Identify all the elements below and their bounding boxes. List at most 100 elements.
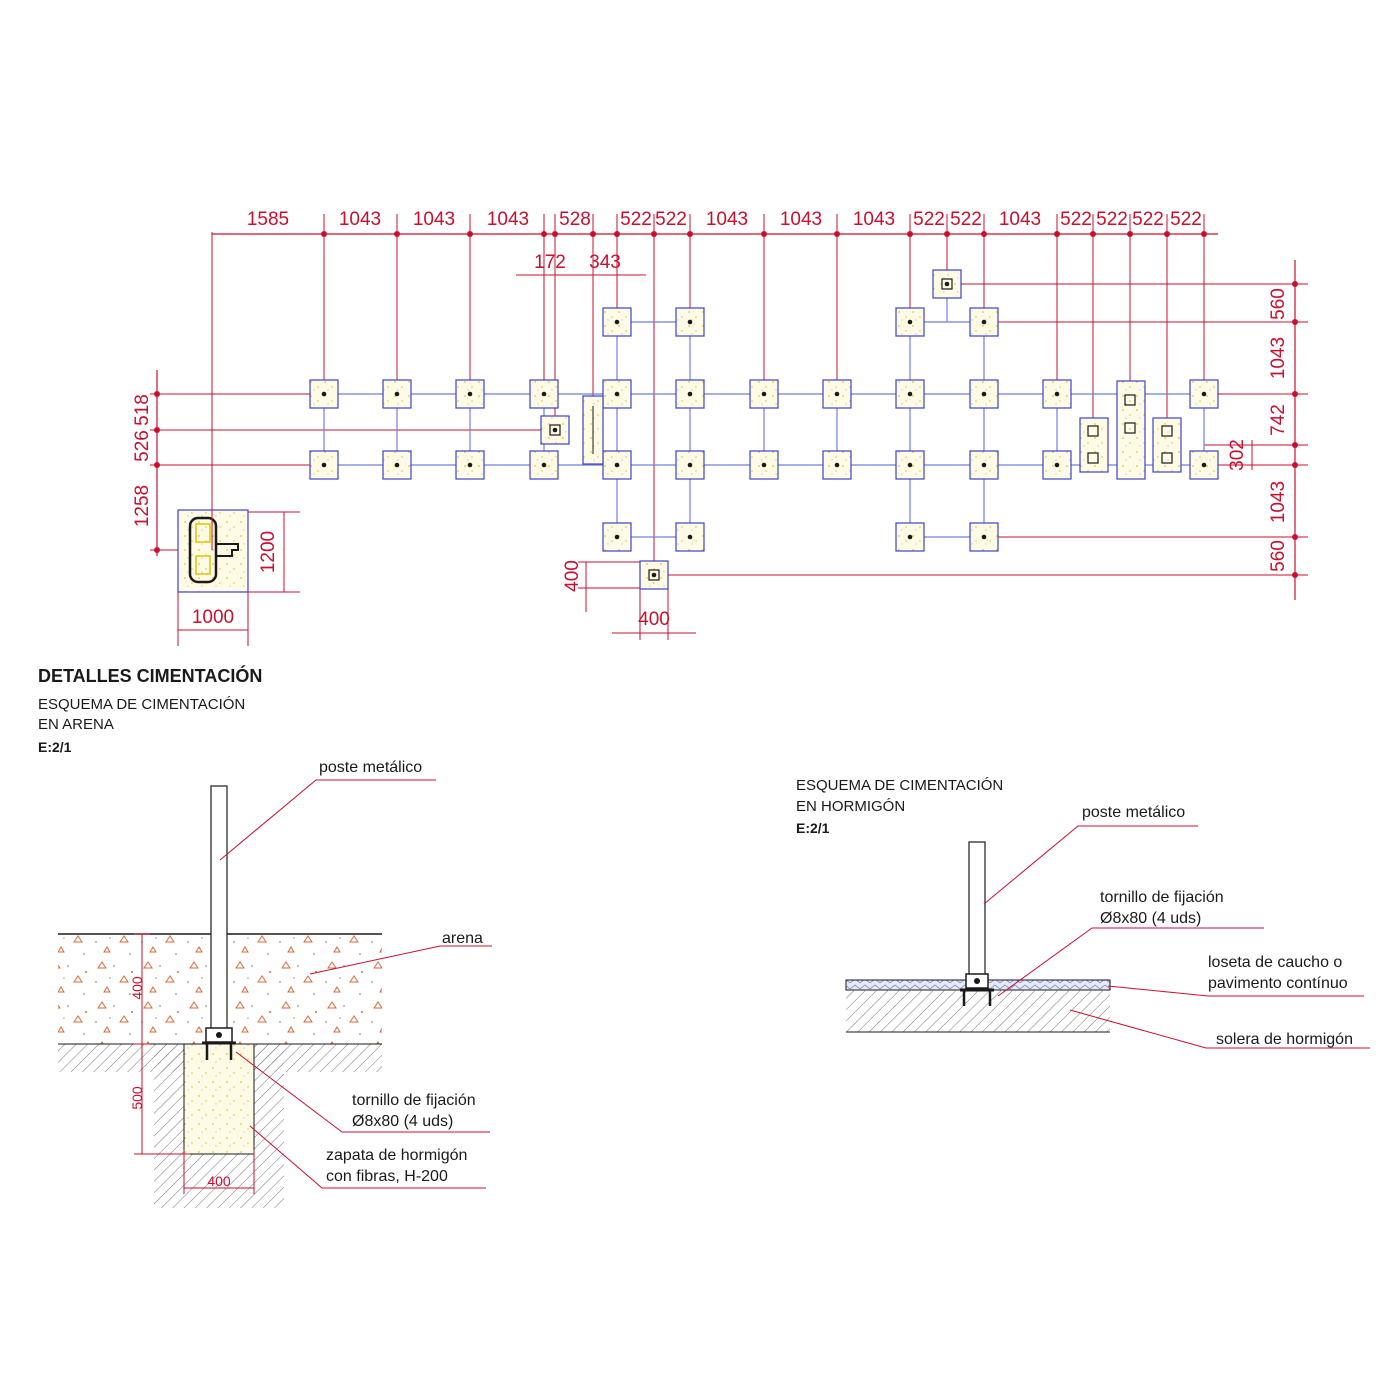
post-marker — [1161, 452, 1173, 464]
post-point — [614, 319, 620, 325]
top-dim: 1043 — [706, 209, 748, 230]
post-point — [552, 427, 558, 433]
post-point — [614, 391, 620, 397]
concrete-bolt-label-2: Ø8x80 (4 uds) — [1100, 910, 1201, 927]
swing-footing — [177, 232, 249, 593]
right-dim: 302 — [1227, 439, 1248, 471]
slab-label: solera de hormigón — [1216, 1031, 1353, 1048]
post-marker — [1124, 422, 1136, 434]
post-marker — [648, 569, 660, 581]
dim-dot — [154, 427, 160, 433]
post-marker — [549, 424, 561, 436]
top-dim: 522 — [1096, 209, 1128, 230]
small-footing-w-dim: 400 — [638, 609, 670, 630]
dim-dot — [1292, 391, 1298, 397]
post-point — [907, 534, 913, 540]
post-point — [321, 391, 327, 397]
tile-label-2: pavimento contínuo — [1208, 975, 1348, 992]
post-point — [687, 534, 693, 540]
post-point — [687, 319, 693, 325]
dim-dot — [1292, 281, 1298, 287]
post-point — [394, 462, 400, 468]
top-dim: 522 — [1170, 209, 1202, 230]
dim-dot — [1292, 319, 1298, 325]
post-point — [541, 391, 547, 397]
post-point — [467, 391, 473, 397]
post-point — [1054, 391, 1060, 397]
sand-scale: E:2/1 — [38, 739, 72, 755]
post-point — [394, 391, 400, 397]
dim-dot — [154, 547, 160, 553]
right-dim: 560 — [1268, 540, 1289, 572]
sand-bolt-label-2: Ø8x80 (4 uds) — [352, 1113, 453, 1130]
left-dim: 1258 — [132, 485, 153, 527]
left-dim: 518 — [132, 394, 153, 426]
right-dim: 560 — [1268, 288, 1289, 320]
post-point — [687, 391, 693, 397]
top-dim: 522 — [655, 209, 687, 230]
foundation-plan: 1585 1043 1043 1043 528 522 522 1043 104… — [132, 209, 1308, 646]
post-point — [541, 462, 547, 468]
post-point — [761, 462, 767, 468]
sand-label: arena — [442, 930, 483, 947]
post-point — [1054, 462, 1060, 468]
post-point — [614, 534, 620, 540]
right-dim: 742 — [1268, 404, 1289, 436]
post-point — [907, 391, 913, 397]
post-point — [834, 391, 840, 397]
top-dim: 1585 — [247, 209, 289, 230]
left-dimensions: 526 518 1258 1200 1000 400 400 — [132, 394, 670, 630]
concrete-bolt-label-1: tornillo de fijación — [1100, 889, 1224, 906]
left-dim: 526 — [132, 430, 153, 462]
right-dimensions: 560 1043 742 302 1043 560 — [1227, 288, 1289, 572]
post-point — [1201, 391, 1207, 397]
swing-height-dim: 1200 — [258, 531, 279, 573]
top-dim: 1043 — [487, 209, 529, 230]
post-marker — [1124, 394, 1136, 406]
top-dim: 1043 — [413, 209, 455, 230]
post-point — [321, 462, 327, 468]
post-point — [981, 319, 987, 325]
sand-subtitle-1: ESQUEMA DE CIMENTACIÓN — [38, 696, 245, 713]
post-point — [614, 462, 620, 468]
footing-rect — [1116, 380, 1146, 480]
right-dim: 1043 — [1268, 481, 1289, 523]
dim-dot — [1292, 462, 1298, 468]
sub-dim: 343 — [589, 252, 621, 273]
post-point — [834, 462, 840, 468]
dimension-lines — [150, 214, 1308, 646]
footing — [382, 450, 412, 480]
swing-width-dim: 1000 — [192, 607, 234, 628]
post-point — [944, 281, 950, 287]
top-dim: 522 — [620, 209, 652, 230]
footing — [969, 379, 999, 409]
tile-label-1: loseta de caucho o — [1208, 954, 1342, 971]
top-dim: 1043 — [999, 209, 1041, 230]
dim-dot — [1292, 572, 1298, 578]
top-dim: 522 — [1060, 209, 1092, 230]
post-marker — [941, 278, 953, 290]
footing-depth-dim: 500 — [129, 1086, 145, 1110]
dim-dot — [1292, 534, 1298, 540]
dim-dot — [154, 391, 160, 397]
footing-label-2: con fibras, H-200 — [326, 1168, 448, 1185]
top-dim: 528 — [559, 209, 591, 230]
top-dim: 1043 — [853, 209, 895, 230]
post-point — [1201, 462, 1207, 468]
footing-width-dim: 400 — [207, 1173, 231, 1189]
sand-bolt-label-1: tornillo de fijación — [352, 1092, 476, 1109]
top-dim: 1043 — [780, 209, 822, 230]
concrete-detail: poste metálico tornillo de fijación Ø8x8… — [845, 804, 1370, 1049]
footing — [1042, 450, 1072, 480]
post-point — [467, 462, 473, 468]
concrete-post-label: poste metálico — [1082, 804, 1185, 821]
post-point — [981, 534, 987, 540]
right-dim: 1043 — [1268, 337, 1289, 379]
top-dim: 522 — [1132, 209, 1164, 230]
concrete-subtitle-2: EN HORMIGÓN — [796, 798, 905, 815]
sand-post-label: poste metálico — [319, 759, 422, 776]
concrete-scale: E:2/1 — [796, 820, 830, 836]
footings — [309, 269, 1219, 590]
post-point — [761, 391, 767, 397]
